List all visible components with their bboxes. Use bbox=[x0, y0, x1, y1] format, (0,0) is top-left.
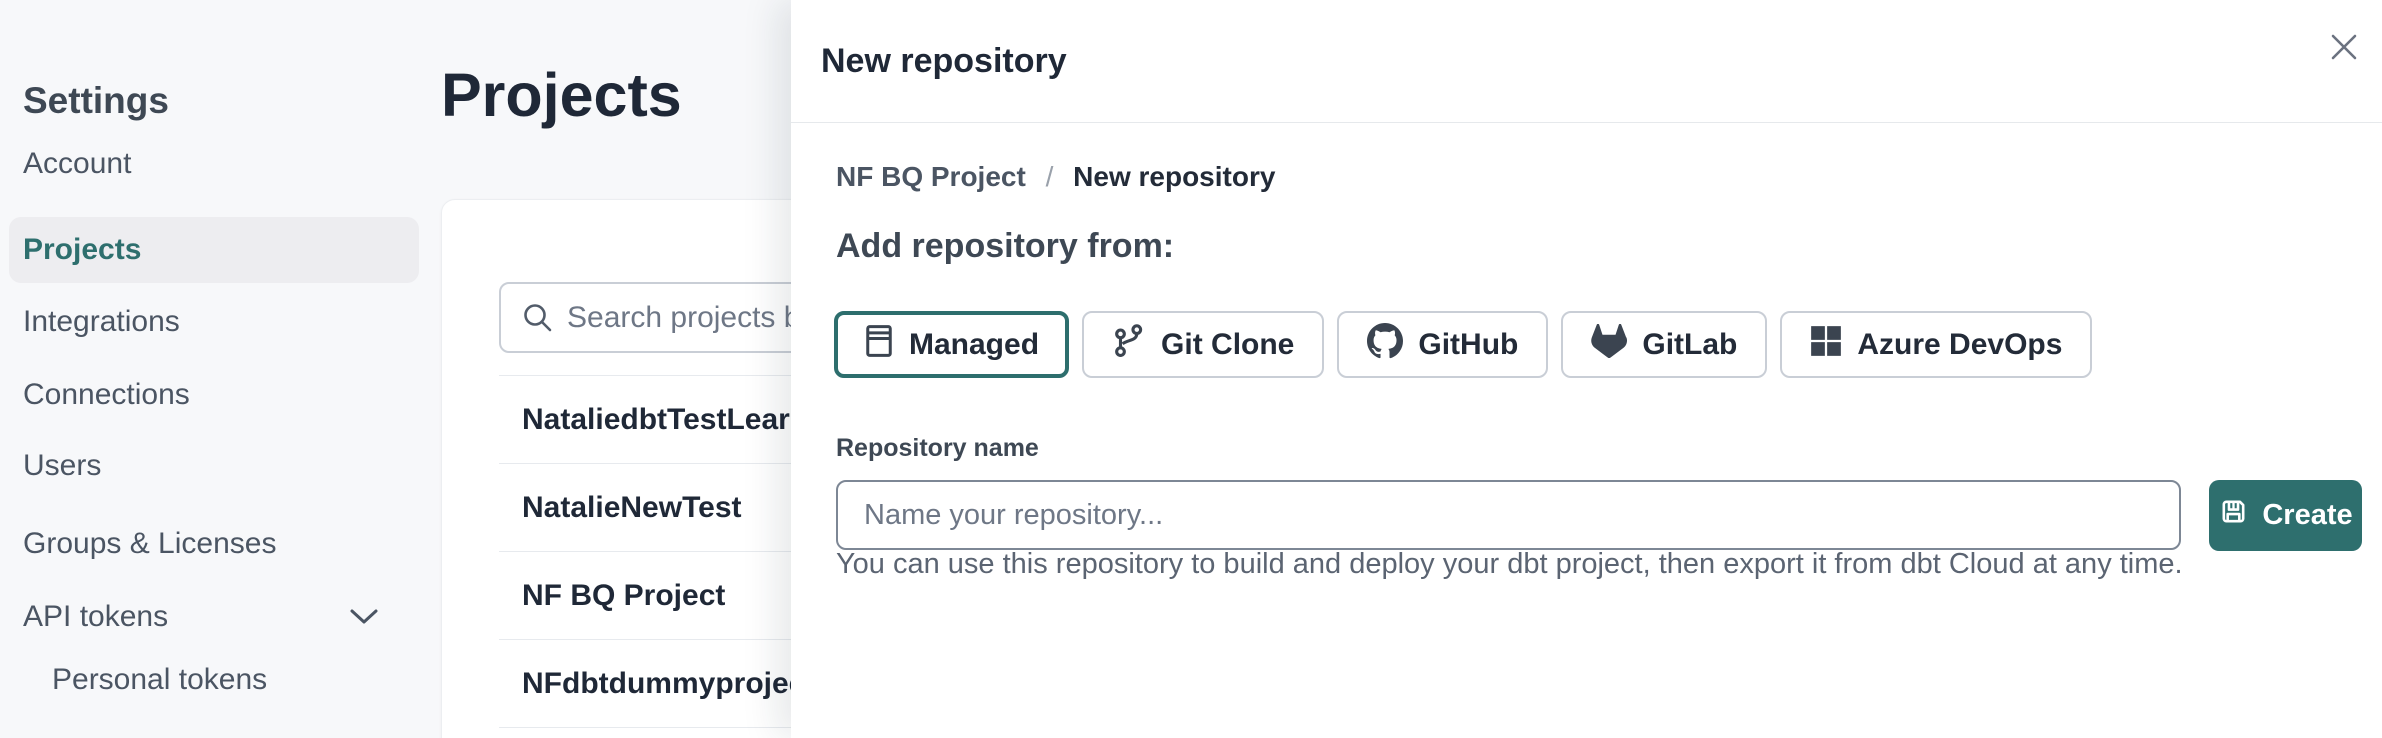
azure-devops-icon bbox=[1810, 325, 1842, 365]
repository-name-label: Repository name bbox=[836, 434, 1039, 462]
modal-title: New repository bbox=[821, 41, 1067, 80]
sidebar-item-integrations[interactable]: Integrations bbox=[23, 305, 180, 338]
helper-text: You can use this repository to build and… bbox=[836, 548, 2183, 580]
sidebar-item-personal-tokens[interactable]: Personal tokens bbox=[52, 663, 268, 696]
breadcrumb-separator: / bbox=[1045, 161, 1054, 192]
breadcrumb-parent[interactable]: NF BQ Project bbox=[836, 161, 1026, 192]
section-heading: Add repository from: bbox=[836, 227, 1175, 265]
source-option-label: GitHub bbox=[1418, 327, 1519, 361]
source-option-label: Azure DevOps bbox=[1857, 327, 2063, 361]
source-option-managed[interactable]: Managed bbox=[834, 311, 1070, 378]
source-option-label: Git Clone bbox=[1161, 327, 1295, 361]
github-icon bbox=[1367, 322, 1404, 367]
source-option-azure-devops[interactable]: Azure DevOps bbox=[1780, 311, 2093, 378]
save-icon bbox=[2218, 496, 2249, 535]
repository-name-input[interactable] bbox=[836, 480, 2181, 550]
project-name: NatalieNewTest bbox=[522, 490, 742, 524]
repository-source-options: Managed Git Clone GitHub GitLab bbox=[834, 311, 2093, 378]
managed-repo-icon bbox=[864, 323, 894, 367]
sidebar-title: Settings bbox=[23, 80, 169, 121]
sidebar-item-groups-licenses[interactable]: Groups & Licenses bbox=[23, 527, 277, 560]
breadcrumb: NF BQ Project / New repository bbox=[836, 161, 1275, 193]
source-option-gitlab[interactable]: GitLab bbox=[1561, 311, 1768, 378]
sidebar-item-api-tokens[interactable]: API tokens bbox=[23, 600, 169, 633]
git-branch-icon bbox=[1112, 323, 1146, 367]
page-title: Projects bbox=[441, 61, 682, 129]
close-icon bbox=[2327, 30, 2361, 67]
new-repository-modal: New repository NF BQ Project / New repos… bbox=[791, 0, 2382, 738]
project-name: NFdbtdummyproject bbox=[522, 666, 816, 700]
sidebar-item-account[interactable]: Account bbox=[23, 147, 132, 180]
project-name: NF BQ Project bbox=[522, 578, 726, 612]
source-option-git-clone[interactable]: Git Clone bbox=[1082, 311, 1325, 378]
source-option-label: Managed bbox=[909, 327, 1040, 361]
chevron-down-icon[interactable] bbox=[346, 605, 382, 634]
project-name: NataliedbtTestLearn T bbox=[522, 402, 835, 436]
modal-header: New repository bbox=[791, 0, 2382, 123]
create-button[interactable]: Create bbox=[2209, 480, 2362, 551]
close-button[interactable] bbox=[2322, 26, 2366, 70]
create-button-label: Create bbox=[2262, 499, 2353, 531]
breadcrumb-current: New repository bbox=[1073, 161, 1276, 192]
sidebar-item-connections[interactable]: Connections bbox=[23, 378, 190, 411]
source-option-github[interactable]: GitHub bbox=[1337, 311, 1549, 378]
gitlab-icon bbox=[1591, 323, 1628, 366]
sidebar-item-label: Projects bbox=[23, 233, 142, 266]
sidebar-item-projects[interactable]: Projects bbox=[9, 217, 419, 283]
sidebar-item-users[interactable]: Users bbox=[23, 449, 102, 482]
source-option-label: GitLab bbox=[1642, 327, 1738, 361]
